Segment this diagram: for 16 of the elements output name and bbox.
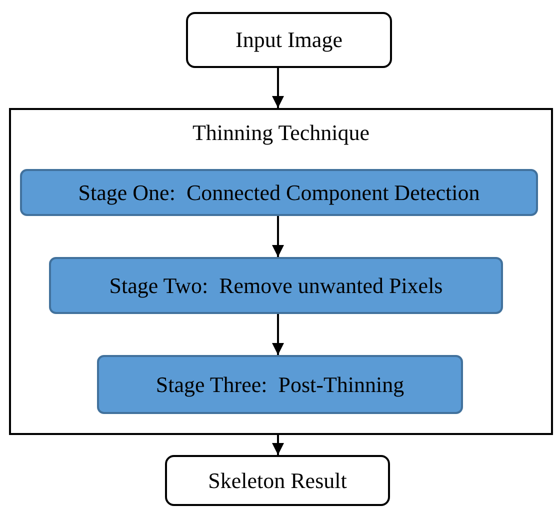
group-box — [9, 108, 553, 435]
node-label: Stage One: Connected Component Detection — [78, 180, 480, 206]
process-box — [49, 257, 503, 314]
node-label: Skeleton Result — [208, 468, 347, 494]
node-label: Stage Two: Remove unwanted Pixels — [109, 272, 443, 298]
group-title: Thinning Technique — [191, 120, 371, 146]
arrow — [272, 68, 284, 108]
process-box — [165, 455, 390, 506]
arrow — [272, 435, 284, 455]
arrow — [272, 314, 284, 355]
arrow — [272, 216, 284, 257]
node-label: Input Image — [236, 27, 342, 53]
process-box — [20, 169, 538, 216]
process-box — [97, 355, 463, 414]
node-label: Stage Three: Post-Thinning — [156, 372, 404, 398]
process-box — [186, 12, 392, 68]
